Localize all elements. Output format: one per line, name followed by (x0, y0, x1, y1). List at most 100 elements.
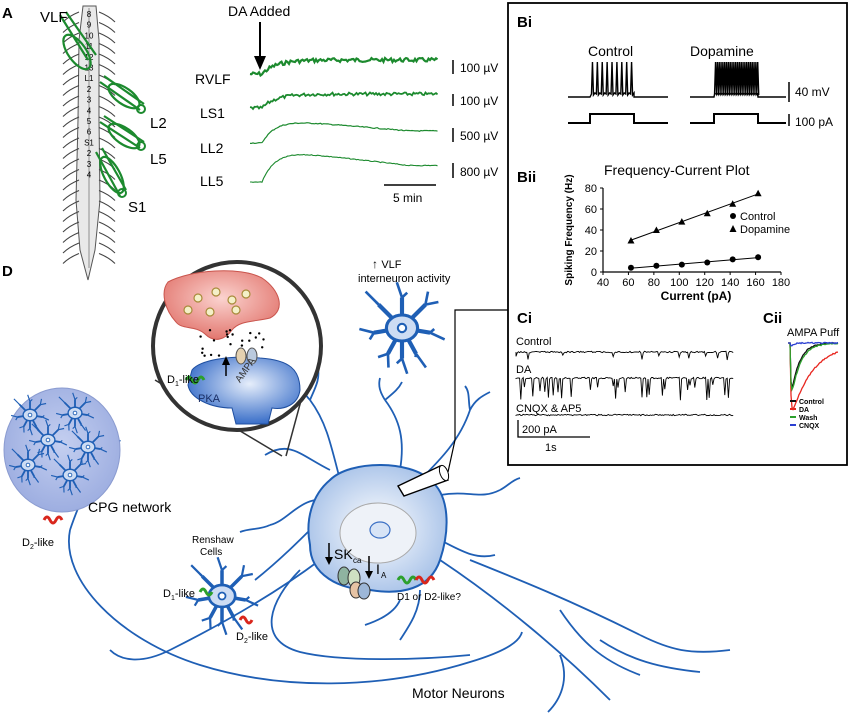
y-axis-label: Spiking Frequency (Hz) (564, 174, 575, 285)
bi-dopamine-label: Dopamine (690, 43, 754, 59)
dopamine-dot (258, 332, 261, 335)
rib-right (98, 116, 116, 128)
vlf-interneuron (359, 281, 446, 375)
extracellular-traces (249, 56, 439, 183)
rib-right (98, 95, 116, 107)
y-tick-label: 20 (585, 246, 597, 258)
cpg-cell-4 (9, 444, 48, 486)
ia-label: I (376, 561, 380, 577)
d1-receptor-soma (396, 575, 418, 585)
d2-cpg-label: D2-like (22, 537, 54, 551)
l5-label: L5 (150, 151, 167, 168)
motor-neurons-label: Motor Neurons (412, 685, 505, 701)
dopamine-dot (249, 331, 252, 335)
rib-right (98, 221, 116, 233)
rib-left (62, 168, 80, 180)
dopamine-dot (212, 339, 216, 342)
scale-ll5: 800 µV (460, 165, 498, 179)
dopamine-dot (201, 347, 204, 350)
vesicle (205, 307, 215, 317)
vesicles (183, 287, 251, 317)
x-tick-label: 80 (648, 277, 660, 289)
cpg-cell-5 (51, 454, 90, 496)
x-tick-label: 140 (721, 277, 739, 289)
control-spike-trace (568, 61, 668, 98)
spine-level-label: 2 (87, 85, 92, 94)
rib-left (62, 200, 80, 212)
rib-right (98, 53, 116, 65)
rib-left (62, 84, 80, 96)
dopamine-dot (229, 343, 232, 346)
trace-ll5 (250, 153, 438, 183)
ampa-legend-da: DA (799, 407, 809, 414)
dopamine-dot (225, 330, 228, 333)
dopamine-dot (228, 329, 232, 332)
panel-label-bii: Bii (517, 169, 536, 186)
fit-line-dopamine (630, 193, 759, 241)
rib-right (98, 21, 116, 33)
d1-renshaw-label: D1-like (163, 588, 195, 602)
rib-left (62, 231, 80, 243)
d2-receptor-renshaw (238, 615, 254, 625)
trace-label-ll2: LL2 (200, 140, 224, 156)
control-current-step (568, 113, 668, 124)
x-tick-label: 120 (696, 277, 714, 289)
legend-marker (729, 225, 737, 232)
d2-receptor-cpg (42, 515, 64, 525)
bi-current-scale: 100 pA (795, 115, 833, 129)
ampa-legend-cnqx: CNQX (799, 423, 820, 430)
rib-left (62, 21, 80, 33)
x-tick-label: 60 (622, 277, 634, 289)
l2-label: L2 (150, 115, 167, 132)
ampa-legend-control: Control (799, 399, 824, 406)
rib-right (98, 210, 116, 222)
vesicle (227, 295, 237, 305)
y-tick-label: 80 (585, 183, 597, 195)
ia-subscript: A (381, 571, 387, 580)
dopamine-dot (201, 351, 204, 354)
x-tick-label: 180 (772, 277, 790, 289)
point-dopamine (678, 218, 686, 225)
panel-label-bi: Bi (517, 14, 532, 31)
pipette-connector-line (447, 309, 510, 473)
rib-left (62, 252, 80, 264)
rib-left (62, 189, 80, 201)
legend-label-dopamine: Dopamine (740, 224, 790, 236)
vlf-activity-label-line2: interneuron activity (358, 273, 451, 285)
vesicle (193, 293, 203, 303)
vlf-label: VLF (40, 9, 68, 26)
vlf-interneuron-cell (359, 281, 446, 375)
ion-channels (337, 566, 371, 600)
dopamine-dot (254, 336, 257, 339)
ampa-trace-cnqx (788, 341, 839, 347)
dopamine-dot (262, 338, 265, 341)
panel-bc-frame (507, 2, 848, 466)
ci-row-control: Control (516, 336, 551, 348)
bi-control-label: Control (588, 43, 633, 59)
rib-right (98, 231, 116, 243)
ampa-legend-wash: Wash (799, 415, 817, 422)
pka-label: PKA (198, 393, 221, 405)
point-control (729, 256, 736, 263)
x-axis-label: Current (pA) (661, 289, 732, 303)
rib-left (62, 179, 80, 191)
dopamine-current-step (690, 113, 786, 124)
spine-level-label: 2 (87, 149, 92, 158)
bi-voltage-scale: 40 mV (795, 85, 830, 99)
dopamine-dot (208, 329, 212, 332)
cii-title: AMPA Puff (787, 327, 840, 339)
sk-subscript: ca (353, 556, 362, 565)
panel-label-a: A (2, 5, 13, 22)
time-scale-a: 5 min (393, 191, 422, 205)
point-control (678, 261, 685, 268)
rib-right (98, 189, 116, 201)
point-control (627, 264, 634, 271)
cpg-cell-3 (69, 426, 108, 468)
panel-label-cii: Cii (763, 310, 782, 327)
chart-title: Frequency-Current Plot (604, 162, 750, 178)
trace-ls1 (249, 90, 439, 111)
rib-left (62, 158, 80, 170)
motor-neuron-nucleolus (369, 521, 391, 539)
renshaw-cell-body (185, 556, 259, 636)
trace-ll2 (250, 122, 438, 145)
